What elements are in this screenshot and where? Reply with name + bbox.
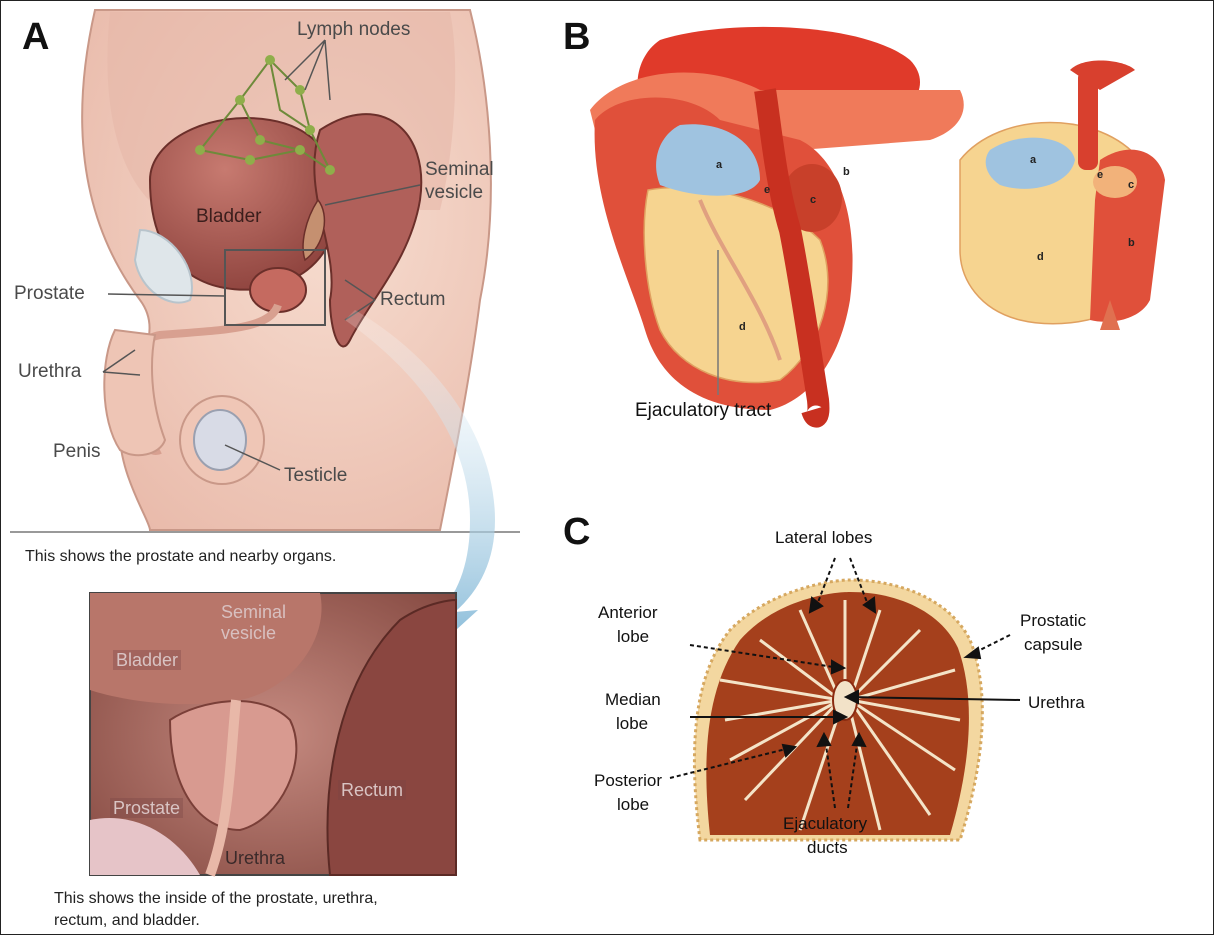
caption-top: This shows the prostate and nearby organ… [25,546,336,568]
label-testicle: Testicle [284,466,347,485]
label-ejaculatory-ducts-2: ducts [807,838,848,858]
label-urethra: Urethra [18,362,81,381]
panel-a-letter: A [22,18,49,56]
b-right-label-e: e [1097,170,1103,181]
label-prostatic-capsule-1: Prostatic [1020,611,1086,631]
b-right-label-c: c [1128,180,1134,191]
label-ejaculatory-tract: Ejaculatory tract [635,401,771,420]
inset-label-rectum: Rectum [338,780,406,800]
caption-bottom-line1: This shows the inside of the prostate, u… [54,888,378,910]
label-ejaculatory-ducts-1: Ejaculatory [783,814,867,834]
caption-bottom-line2: rectum, and bladder. [54,910,200,932]
testicle-shape [194,410,246,470]
b-left-label-b: b [843,167,850,178]
inset-label-seminal-2: vesicle [218,623,279,643]
b-left-label-a: a [716,160,722,171]
label-penis: Penis [53,442,101,461]
label-posterior-lobe-2: lobe [617,795,649,815]
label-anterior-lobe-1: Anterior [598,603,658,623]
panel-b-letter: B [563,18,590,56]
label-prostatic-capsule-2: capsule [1024,635,1083,655]
label-median-lobe-1: Median [605,690,661,710]
inset-label-bladder: Bladder [113,650,181,670]
b-left-label-c: c [810,195,816,206]
label-lymph-nodes: Lymph nodes [297,20,410,39]
label-urethra-c: Urethra [1028,693,1085,713]
inset-label-seminal-1: Seminal [218,602,289,622]
b-right-label-b: b [1128,238,1135,249]
label-prostate: Prostate [14,284,85,303]
panel-c-illustration [670,558,1020,840]
label-seminal-vesicle-line1: Seminal [425,160,494,179]
label-median-lobe-2: lobe [616,714,648,734]
label-posterior-lobe-1: Posterior [594,771,662,791]
b-right-label-a: a [1030,155,1036,166]
label-bladder: Bladder [196,207,262,226]
label-seminal-vesicle-line2: vesicle [425,183,483,202]
b-left-label-e: e [764,185,770,196]
inset-label-prostate: Prostate [110,798,183,818]
label-anterior-lobe-2: lobe [617,627,649,647]
panel-c-letter: C [563,513,590,551]
panel-b-illustration [590,27,1165,417]
inset-label-urethra: Urethra [222,848,288,868]
label-rectum: Rectum [380,290,445,309]
label-lateral-lobes: Lateral lobes [775,528,872,548]
b-right-label-d: d [1037,252,1044,263]
b-left-label-d: d [739,322,746,333]
